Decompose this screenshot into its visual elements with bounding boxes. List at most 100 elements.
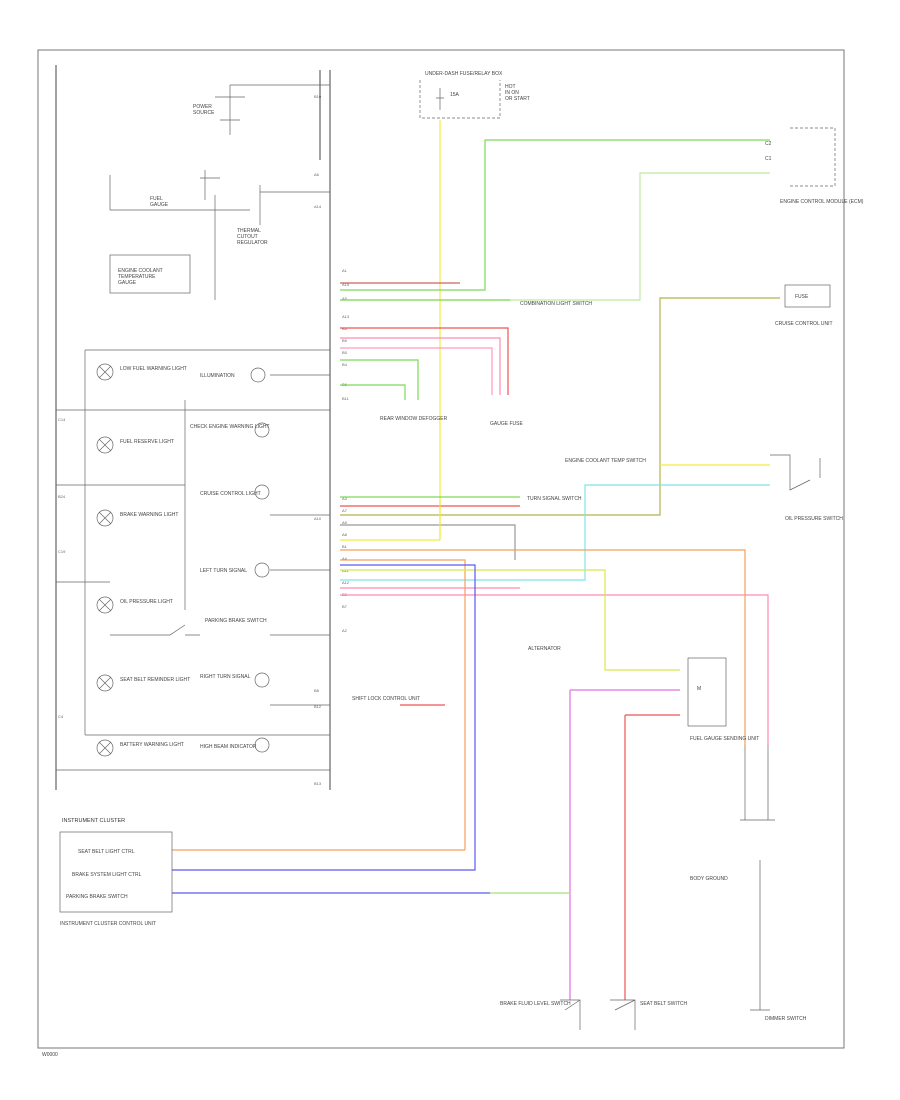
svg-text:POWER: POWER bbox=[193, 104, 212, 110]
wire-yellow bbox=[439, 464, 770, 540]
svg-text:FUSE: FUSE bbox=[795, 294, 809, 300]
svg-text:M: M bbox=[697, 686, 701, 692]
control-label: SEAT BELT LIGHT CTRL bbox=[78, 849, 135, 855]
svg-text:CUTOUT: CUTOUT bbox=[237, 234, 258, 240]
svg-text:A15: A15 bbox=[342, 282, 350, 287]
wire-green bbox=[340, 139, 770, 291]
turn-signal-label: TURN SIGNAL SWITCH bbox=[527, 496, 582, 502]
wire-green bbox=[340, 359, 419, 400]
svg-text:15A: 15A bbox=[450, 92, 460, 98]
fuel-gauge-sender: M FUEL GAUGE SENDING UNIT bbox=[687, 657, 759, 742]
brake-fluid-label: BRAKE FLUID LEVEL SWITCH bbox=[500, 1001, 571, 1007]
lamp-label: BRAKE WARNING LIGHT bbox=[120, 512, 178, 518]
dimmer-label: DIMMER SWITCH bbox=[765, 1016, 807, 1022]
lamp-symbol bbox=[254, 737, 270, 753]
ecm-label: ENGINE CONTROL MODULE (ECM) bbox=[780, 199, 864, 205]
svg-text:THERMAL: THERMAL bbox=[237, 228, 261, 234]
svg-text:FUEL: FUEL bbox=[150, 196, 163, 202]
svg-text:C4: C4 bbox=[58, 714, 64, 719]
oil-pressure-label: OIL PRESSURE SWITCH bbox=[785, 516, 843, 522]
wire-pink bbox=[340, 337, 501, 395]
lamp-label: LEFT TURN SIGNAL bbox=[200, 568, 247, 574]
lamp-symbol bbox=[254, 422, 270, 438]
gauge-fuse-label: GAUGE FUSE bbox=[490, 421, 523, 427]
wire-orange bbox=[340, 549, 746, 745]
svg-text:B8: B8 bbox=[314, 688, 320, 693]
alternator-label: ALTERNATOR bbox=[528, 646, 561, 652]
cruise-control-connector: FUSE CRUISE CONTROL UNIT bbox=[775, 284, 833, 327]
wire-yellow bbox=[340, 569, 680, 671]
wire-pink bbox=[340, 594, 769, 745]
combination-switch-label: COMBINATION LIGHT SWITCH bbox=[520, 301, 592, 307]
lamp-symbol bbox=[96, 436, 114, 454]
lamp-label: HIGH BEAM INDICATOR bbox=[200, 744, 257, 750]
svg-text:A14: A14 bbox=[314, 204, 322, 209]
svg-text:A9: A9 bbox=[342, 520, 348, 525]
parking-brake-label: PARKING BRAKE SWITCH bbox=[205, 618, 267, 624]
svg-text:GAUGE: GAUGE bbox=[118, 280, 137, 286]
lamp-symbol bbox=[96, 363, 114, 381]
wire-olive bbox=[340, 297, 780, 516]
wire-ltgreen bbox=[340, 172, 770, 301]
cruise-label: CRUISE CONTROL UNIT bbox=[775, 321, 833, 327]
body-ground-connector: DIMMER SWITCH bbox=[750, 860, 807, 1022]
wire-magenta bbox=[569, 689, 680, 1000]
lamp-symbol bbox=[96, 674, 114, 692]
lamp-label: CHECK ENGINE WARNING LIGHT bbox=[190, 424, 270, 430]
svg-text:A10: A10 bbox=[314, 516, 322, 521]
wire-orange bbox=[340, 559, 466, 850]
svg-text:A4: A4 bbox=[342, 556, 348, 561]
wire-cyan bbox=[340, 484, 770, 581]
lamp-label: FUEL RESERVE LIGHT bbox=[120, 439, 174, 445]
svg-text:B10: B10 bbox=[314, 94, 322, 99]
svg-text:A7: A7 bbox=[342, 508, 348, 513]
lamp-label: ILLUMINATION bbox=[200, 373, 235, 379]
svg-text:C19: C19 bbox=[58, 549, 66, 554]
lamp-symbol bbox=[96, 739, 114, 757]
engine-coolant-switch-label: ENGINE COOLANT TEMP SWITCH bbox=[565, 458, 646, 464]
lamp-label: SEAT BELT REMINDER LIGHT bbox=[120, 677, 190, 683]
wire-pink bbox=[340, 347, 493, 395]
lamp-symbol bbox=[254, 562, 270, 578]
shift-lock-label: SHIFT LOCK CONTROL UNIT bbox=[352, 696, 420, 702]
svg-text:B11: B11 bbox=[342, 396, 350, 401]
svg-text:A1: A1 bbox=[342, 268, 348, 273]
svg-text:A6: A6 bbox=[314, 172, 320, 177]
diagram-frame bbox=[37, 49, 845, 1049]
defogger-label: REAR WINDOW DEFOGGER bbox=[380, 416, 448, 422]
wires bbox=[172, 120, 780, 1000]
svg-text:B5: B5 bbox=[342, 350, 348, 355]
lamp-symbol bbox=[96, 509, 114, 527]
wire-blue bbox=[172, 564, 476, 871]
svg-text:B12: B12 bbox=[314, 704, 322, 709]
fuel-tank-label: BODY GROUND bbox=[690, 876, 728, 882]
cluster-control-label: INSTRUMENT CLUSTER CONTROL UNIT bbox=[60, 921, 156, 927]
lamp-label: RIGHT TURN SIGNAL bbox=[200, 674, 251, 680]
svg-text:HOT: HOT bbox=[505, 84, 516, 90]
svg-text:IN ON: IN ON bbox=[505, 90, 519, 96]
svg-text:REGULATOR: REGULATOR bbox=[237, 240, 268, 246]
svg-text:C14: C14 bbox=[58, 417, 66, 422]
oil-pressure-switch: OIL PRESSURE SWITCH bbox=[770, 454, 843, 522]
svg-text:GAUGE: GAUGE bbox=[150, 202, 169, 208]
lamp-symbol bbox=[250, 367, 266, 383]
lamp-label: LOW FUEL WARNING LIGHT bbox=[120, 366, 187, 372]
svg-text:C1: C1 bbox=[765, 156, 772, 162]
svg-text:OR START: OR START bbox=[505, 96, 530, 102]
svg-text:B1: B1 bbox=[342, 544, 348, 549]
svg-text:B4: B4 bbox=[342, 362, 348, 367]
svg-text:TEMPERATURE: TEMPERATURE bbox=[118, 274, 156, 280]
seat-belt-switch: SEAT BELT SWITCH bbox=[610, 999, 688, 1030]
svg-text:A3: A3 bbox=[342, 496, 348, 501]
control-label: PARKING BRAKE SWITCH bbox=[66, 894, 128, 900]
svg-text:A5: A5 bbox=[342, 296, 348, 301]
wire-red bbox=[340, 327, 509, 395]
svg-text:B24: B24 bbox=[58, 494, 66, 499]
lamp-column-left bbox=[56, 349, 330, 771]
seat-belt-label: SEAT BELT SWITCH bbox=[640, 1001, 688, 1007]
brake-fluid-level-switch: BRAKE FLUID LEVEL SWITCH bbox=[500, 999, 581, 1030]
